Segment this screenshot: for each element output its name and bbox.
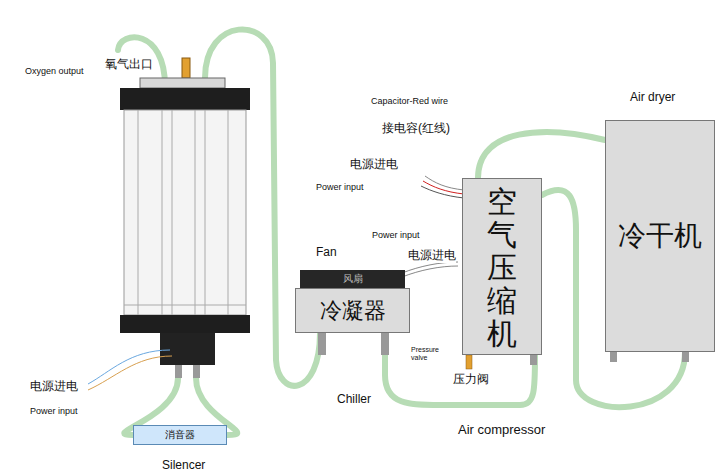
pressure-valve xyxy=(466,355,472,369)
node-caption: Oxygen output xyxy=(24,66,85,76)
chiller-leg xyxy=(381,333,389,355)
top-plate xyxy=(140,78,225,88)
annotation-label: 电源进电 xyxy=(350,158,398,172)
chiller-box: 冷凝器Chiller xyxy=(295,288,410,333)
valve-block xyxy=(160,333,215,365)
power-wire xyxy=(88,356,172,390)
compressor-box: 空气压缩机Air compressor xyxy=(462,178,542,355)
annotation-label: Capacitor-Red wire xyxy=(371,96,448,106)
annotation-label: Power input xyxy=(30,406,78,416)
power-wire xyxy=(402,262,458,273)
foot xyxy=(175,365,182,378)
annotation-label: 接电容(红线) xyxy=(382,122,450,136)
power-wire xyxy=(425,176,464,190)
outlet-fitting xyxy=(182,58,190,78)
top-cap xyxy=(120,88,250,110)
node-title: 消音器 xyxy=(165,429,195,441)
annotation-label: 压力阀 xyxy=(453,373,489,387)
dryer-leg xyxy=(682,352,689,362)
oxygen-column: 氧气出口Oxygen output xyxy=(120,78,250,378)
annotation-label: Power input xyxy=(316,182,364,192)
node-title: 风扇 xyxy=(343,273,363,285)
annotation-label: 电源进电 xyxy=(30,380,78,394)
column-body xyxy=(124,110,246,315)
node-caption: Air compressor xyxy=(457,423,546,438)
node-caption: Silencer xyxy=(161,459,206,471)
fan-band: 风扇Fan xyxy=(300,270,405,288)
node-caption: 氧气出口 xyxy=(104,58,154,72)
foot xyxy=(193,365,200,378)
bottom-band xyxy=(120,315,250,333)
power-wire xyxy=(402,266,458,277)
column-tubes xyxy=(124,110,246,315)
capacitor-wire xyxy=(423,181,464,194)
node-title: 冷凝器 xyxy=(320,298,386,323)
chiller-leg xyxy=(318,333,326,355)
node-caption: Air dryer xyxy=(629,91,676,105)
dryer-box: 冷干机Air dryer xyxy=(605,120,715,352)
annotation-label: Power input xyxy=(372,230,420,240)
node-caption: Chiller xyxy=(336,393,372,407)
node-caption: Fan xyxy=(315,246,338,260)
annotation-label: 电源进电 xyxy=(408,249,456,263)
compressor-leg xyxy=(530,355,537,365)
annotation-label: Pressure valve xyxy=(411,346,443,362)
air-tube xyxy=(478,132,605,178)
silencer-box: 消音器Silencer xyxy=(133,425,227,445)
node-title: 冷干机 xyxy=(618,220,702,252)
dryer-leg xyxy=(610,352,617,362)
node-title: 空气压缩机 xyxy=(487,184,517,349)
power-wire xyxy=(421,186,464,198)
